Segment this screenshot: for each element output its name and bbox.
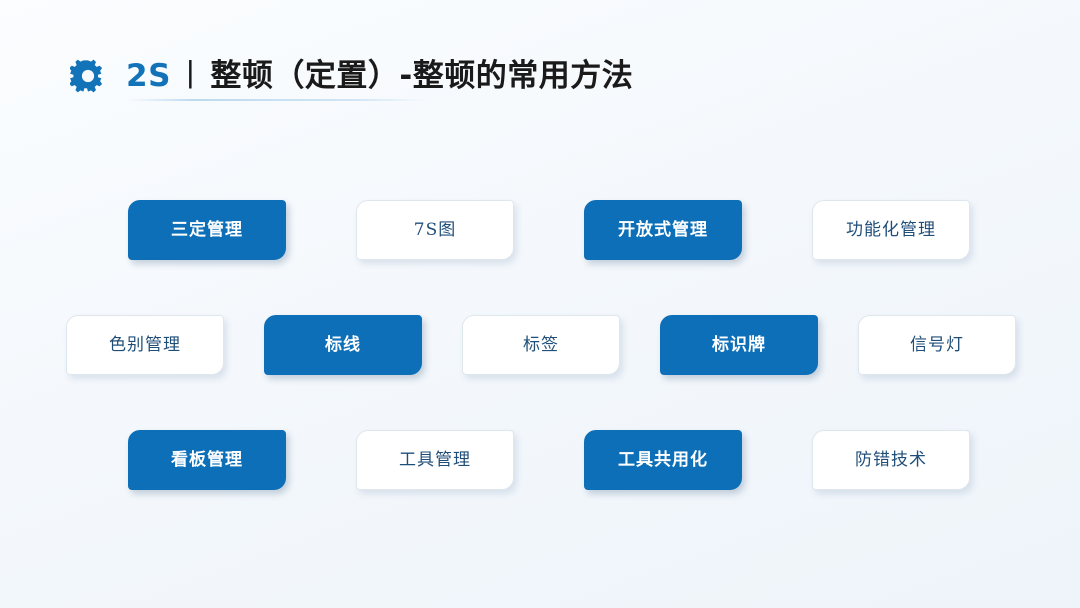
title-separator: 丨: [174, 57, 207, 94]
title-underline: [128, 99, 428, 101]
method-chip-label: 工具管理: [399, 449, 471, 470]
method-chip[interactable]: 防错技术: [812, 430, 970, 490]
method-chip-label: 信号灯: [910, 334, 964, 355]
method-chip[interactable]: 标签: [462, 315, 620, 375]
method-chip[interactable]: 色别管理: [66, 315, 224, 375]
method-chip[interactable]: 标识牌: [660, 315, 818, 375]
method-chip-label: 7S图: [413, 219, 457, 240]
title-code: 2S: [126, 57, 171, 94]
method-chip[interactable]: 工具共用化: [584, 430, 742, 490]
method-chip[interactable]: 看板管理: [128, 430, 286, 490]
method-chip-label: 防错技术: [855, 449, 927, 470]
method-chip[interactable]: 信号灯: [858, 315, 1016, 375]
method-chip-label: 标线: [325, 334, 361, 355]
method-chip[interactable]: 三定管理: [128, 200, 286, 260]
method-chip-label: 开放式管理: [618, 219, 708, 240]
gear-icon: [70, 58, 106, 94]
method-chip-label: 色别管理: [109, 334, 181, 355]
method-chip-label: 功能化管理: [846, 219, 936, 240]
method-chip-label: 三定管理: [171, 219, 243, 240]
method-chip[interactable]: 功能化管理: [812, 200, 970, 260]
method-chip-label: 标识牌: [712, 334, 766, 355]
method-chip-label: 标签: [523, 334, 559, 355]
method-chip[interactable]: 标线: [264, 315, 422, 375]
method-chip-label: 工具共用化: [618, 449, 708, 470]
method-chip[interactable]: 7S图: [356, 200, 514, 260]
method-chip[interactable]: 开放式管理: [584, 200, 742, 260]
method-chip-label: 看板管理: [171, 449, 243, 470]
method-chip[interactable]: 工具管理: [356, 430, 514, 490]
title-main: 整顿（定置）-整顿的常用方法: [210, 57, 634, 94]
